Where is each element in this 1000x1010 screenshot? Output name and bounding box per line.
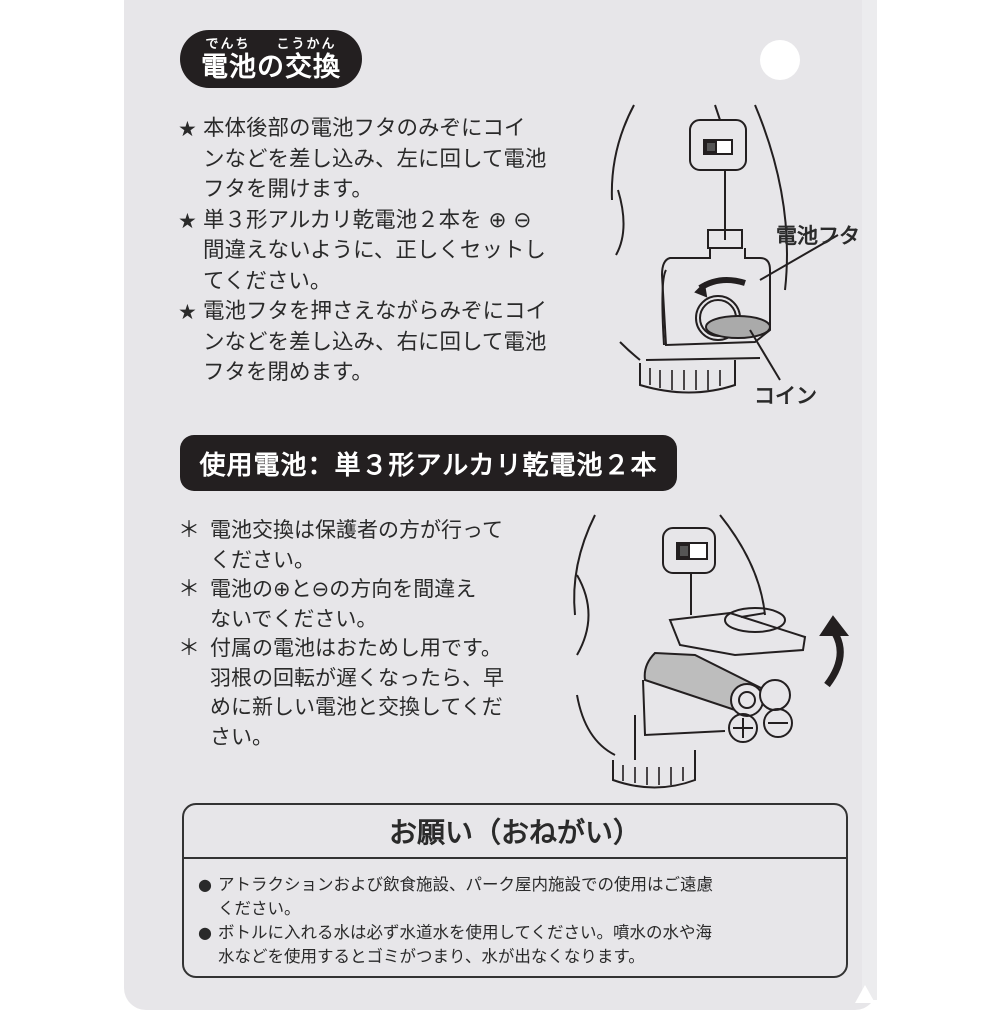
step-item: ★ 単３形アルカリ乾電池２本を ⊕ ⊖ 間違えないように、正しくセットし てくだ…	[178, 206, 598, 298]
note-text: 電池の⊕と⊖の方向を間違え ないでください。	[210, 577, 477, 631]
heading-title: 使用電池：単３形アルカリ乾電池２本	[199, 450, 658, 481]
star-icon: ★	[178, 300, 197, 324]
step-item: ★ 電池フタを押さえながらみぞにコイ ンなどを差し込み、右に回して電池 フタを閉…	[178, 297, 598, 389]
step-text: 単３形アルカリ乾電池２本を ⊕ ⊖ 間違えないように、正しくセットし てください…	[203, 207, 546, 294]
hang-hole	[760, 40, 800, 80]
coin-label: コイン	[754, 384, 817, 408]
bullet-icon: ●	[198, 923, 212, 942]
star-icon: ★	[178, 117, 197, 141]
ruby-denchi: でんち	[205, 37, 251, 52]
notice-item: ● アトラクションおよび飲食施設、パーク屋内施設での使用はご遠慮 ください。	[198, 873, 836, 921]
note-item: ＊ 電池の⊕と⊖の方向を間違え ないでください。	[178, 575, 578, 634]
step-text: 本体後部の電池フタのみぞにコイ ンなどを差し込み、左に回して電池 フタを開けます…	[203, 116, 547, 202]
notice-text: ボトルに入れる水は必ず水道水を使用してください。噴水の水や海 水などを使用すると…	[218, 923, 713, 966]
ruby-koukan: こうかん	[276, 37, 337, 52]
note-text: 電池交換は保護者の方が行って ください。	[210, 518, 503, 572]
asterisk-icon: ＊	[178, 577, 201, 602]
notice-text: アトラクションおよび飲食施設、パーク屋内施設での使用はご遠慮 ください。	[218, 875, 713, 918]
battery-spec-heading: 使用電池：単３形アルカリ乾電池２本	[180, 435, 677, 491]
card-edge	[862, 0, 877, 1000]
battery-cover-label: 電池フタ	[776, 224, 860, 248]
asterisk-icon: ＊	[178, 518, 201, 543]
card-notch	[855, 985, 875, 1003]
battery-insertion-illustration	[573, 514, 850, 789]
note-item: ＊ 付属の電池はおためし用です。 羽根の回転が遅くなったら、早 めに新しい電池と…	[178, 634, 578, 752]
step-item: ★ 本体後部の電池フタのみぞにコイ ンなどを差し込み、左に回して電池 フタを開け…	[178, 114, 598, 206]
battery-change-heading: でんち こうかん 電池の交換	[180, 30, 362, 88]
battery-change-steps: ★ 本体後部の電池フタのみぞにコイ ンなどを差し込み、左に回して電池 フタを開け…	[178, 114, 598, 389]
battery-cover-removal-illustration	[610, 104, 839, 394]
heading-ruby: でんち こうかん	[205, 37, 336, 52]
notice-item: ● ボトルに入れる水は必ず水道水を使用してください。噴水の水や海 水などを使用す…	[198, 921, 836, 969]
instruction-card	[124, 0, 877, 1010]
asterisk-icon: ＊	[178, 636, 201, 661]
notice-items: ● アトラクションおよび飲食施設、パーク屋内施設での使用はご遠慮 ください。 ●…	[184, 859, 846, 969]
star-icon: ★	[178, 208, 197, 233]
battery-notes: ＊ 電池交換は保護者の方が行って ください。 ＊ 電池の⊕と⊖の方向を間違え な…	[178, 516, 578, 752]
bullet-icon: ●	[198, 875, 212, 894]
notice-box: お願い（おねがい） ● アトラクションおよび飲食施設、パーク屋内施設での使用はご…	[182, 803, 848, 978]
note-text: 付属の電池はおためし用です。 羽根の回転が遅くなったら、早 めに新しい電池と交換…	[210, 636, 504, 749]
notice-title: お願い（おねがい）	[184, 805, 846, 859]
step-text: 電池フタを押さえながらみぞにコイ ンなどを差し込み、右に回して電池 フタを閉めま…	[203, 299, 548, 385]
note-item: ＊ 電池交換は保護者の方が行って ください。	[178, 516, 578, 575]
heading-title: 電池の交換	[201, 52, 341, 83]
